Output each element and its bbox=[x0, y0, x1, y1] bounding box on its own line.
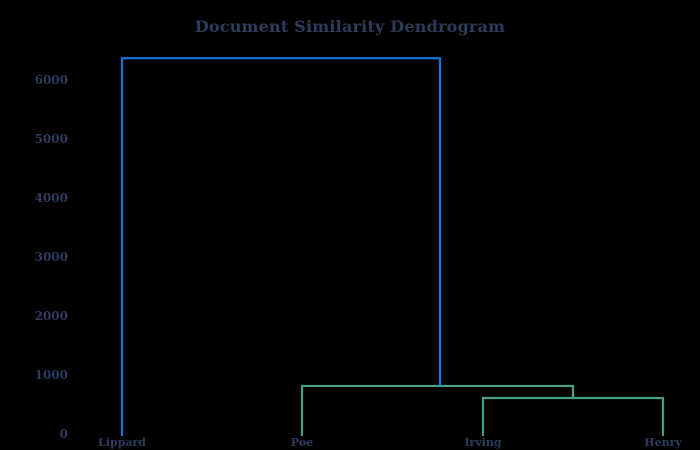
link-irving-henry bbox=[481, 396, 665, 434]
x-tick-mark bbox=[662, 428, 664, 436]
x-tick-mark bbox=[301, 428, 303, 436]
y-tick-label: 2000 bbox=[34, 309, 68, 323]
leaf-label-irving: Irving bbox=[464, 436, 502, 449]
y-tick-label: 4000 bbox=[34, 191, 68, 205]
x-tick-mark bbox=[121, 428, 123, 436]
leaf-label-poe: Poe bbox=[290, 436, 314, 449]
x-tick-mark bbox=[482, 428, 484, 436]
chart-title: Document Similarity Dendrogram bbox=[194, 17, 506, 36]
y-tick-label: 3000 bbox=[34, 250, 68, 264]
y-tick-label: 6000 bbox=[34, 73, 68, 87]
y-tick-label: 5000 bbox=[34, 132, 68, 146]
y-axis: 0 1000 2000 3000 4000 5000 6000 bbox=[0, 0, 68, 450]
leaf-label-lippard: Lippard bbox=[98, 436, 146, 449]
leaf-label-henry: Henry bbox=[644, 436, 682, 449]
link-root bbox=[120, 57, 442, 434]
y-tick-label: 0 bbox=[59, 427, 68, 441]
y-tick-label: 1000 bbox=[34, 368, 68, 382]
link-poe-cluster bbox=[300, 384, 575, 434]
